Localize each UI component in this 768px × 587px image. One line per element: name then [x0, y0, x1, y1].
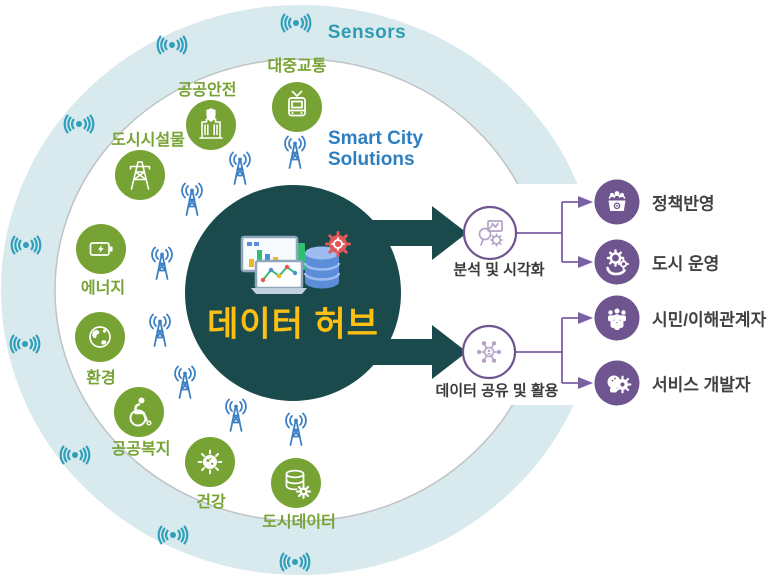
category-label-facilities: 도시시설물	[111, 132, 185, 149]
hand-gears-icon	[594, 239, 640, 285]
battery-icon	[76, 224, 126, 274]
connector-arrowheads	[578, 196, 593, 389]
hub-arrow-bottom	[372, 325, 467, 379]
globe-icon	[75, 312, 125, 362]
virus-icon	[185, 437, 235, 487]
tram-icon	[272, 82, 322, 132]
developer-gear-icon	[594, 360, 640, 406]
data-hub-title: 데이터 허브	[207, 305, 379, 344]
sensors-ring-label: Sensors	[327, 22, 407, 43]
output-label-operation: 도시 운영	[652, 254, 720, 274]
analysis-visualization-icon	[462, 205, 518, 261]
output-label-citizens: 시민/이해관계자	[652, 310, 767, 330]
category-label-environment: 환경	[86, 370, 116, 387]
category-label-welfare: 공공복지	[111, 441, 171, 458]
connector-lines	[515, 201, 579, 384]
transmission-tower-icon	[115, 150, 165, 200]
category-label-health: 건강	[196, 494, 226, 511]
output-label-policy: 정책반영	[652, 194, 715, 214]
data-sharing-network-icon	[461, 324, 517, 380]
hub-dashboard-icon	[240, 231, 351, 294]
database-gear-icon	[271, 458, 321, 508]
solutions-line2: Solutions	[328, 149, 415, 170]
red-gear-icon	[325, 231, 351, 257]
policy-ballot-icon	[594, 179, 640, 225]
data-hub-circle	[185, 185, 401, 401]
solutions-line1: Smart City	[328, 128, 424, 149]
wheelchair-icon	[114, 387, 164, 437]
output-label-developers: 서비스 개발자	[652, 375, 751, 395]
citizens-group-icon	[594, 295, 640, 341]
building-shield-icon	[186, 100, 236, 150]
category-label-energy: 에너지	[80, 280, 126, 297]
hub-arrow-top	[372, 206, 467, 260]
process-label-analysis: 분석 및 시각화	[453, 261, 545, 279]
category-label-transit: 대중교통	[267, 58, 327, 75]
category-label-citydata: 도시데이터	[262, 514, 336, 531]
smart-city-solutions-label: Smart City Solutions	[328, 128, 423, 170]
process-label-sharing: 데이터 공유 및 활용	[435, 382, 559, 400]
category-label-safety: 공공안전	[177, 82, 237, 99]
